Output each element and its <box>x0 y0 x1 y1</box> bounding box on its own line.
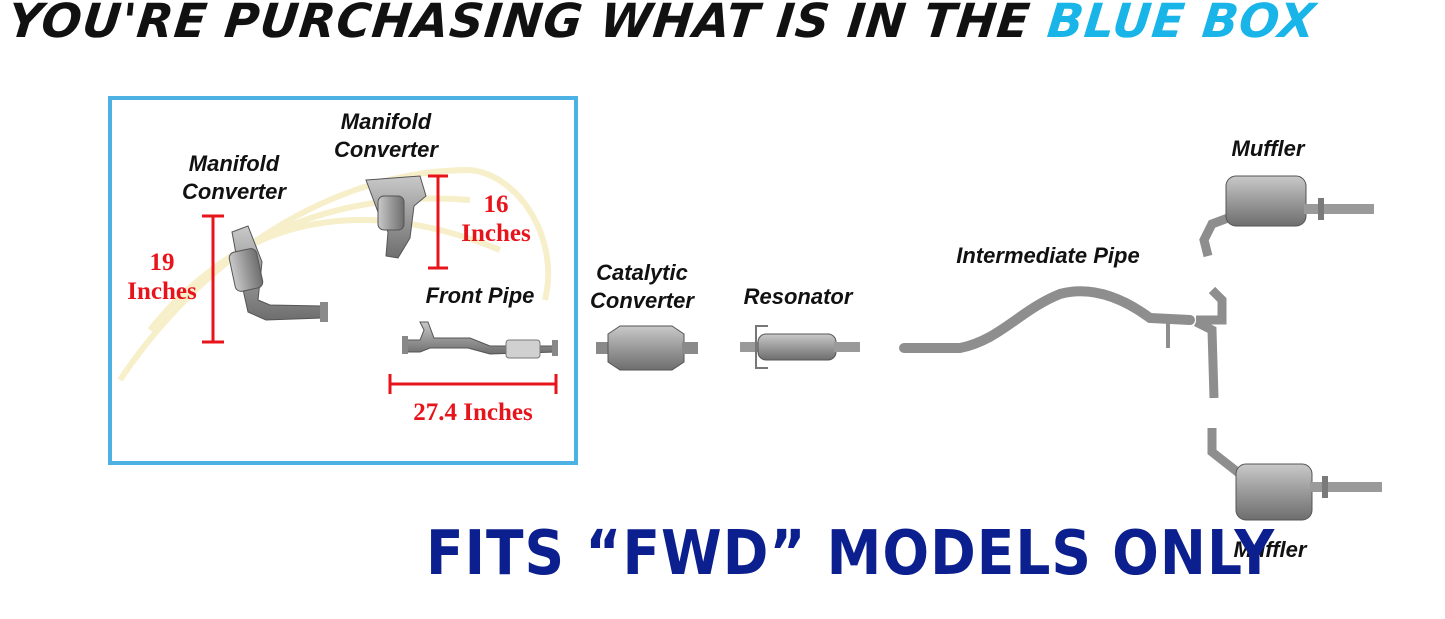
dimension-line-16in-icon <box>428 174 448 270</box>
label-resonator: Resonator <box>743 284 853 309</box>
intermediate-pipe-part <box>899 286 1227 399</box>
label-manifold-converter-left: Manifold Converter <box>164 150 304 206</box>
muffler-bottom-part <box>1207 428 1382 521</box>
measurement-value: 16 <box>483 191 509 218</box>
measurement-16-inches: 16 Inches <box>446 190 546 248</box>
label-muffler-top: Muffler <box>1231 136 1305 161</box>
dimension-line-27in-icon <box>388 374 558 394</box>
label-line: Converter <box>590 288 694 313</box>
fitment-notice: FITS “FWD” MODELS ONLY <box>426 517 1276 589</box>
catalytic-converter-part <box>596 325 698 371</box>
label-line: Converter <box>334 137 438 162</box>
label-line: Manifold <box>340 109 432 134</box>
measurement-value: 19 <box>149 249 175 276</box>
label-catalytic-converter: Catalytic Converter <box>572 259 712 315</box>
measurement-19-inches: 19 Inches <box>114 248 210 306</box>
manifold-converter-top-part <box>365 175 427 259</box>
dimension-line-19in-icon <box>202 214 224 344</box>
included-parts-box <box>108 96 578 465</box>
label-line: Converter <box>182 179 286 204</box>
muffler-top-part <box>1199 175 1374 258</box>
manifold-converter-left-part <box>228 225 328 322</box>
label-front-pipe: Front Pipe <box>425 283 535 308</box>
label-intermediate-pipe: Intermediate Pipe <box>956 243 1140 268</box>
label-line: Manifold <box>188 151 280 176</box>
label-muffler-bottom: Muffler <box>1233 537 1307 562</box>
label-manifold-converter-top: Manifold Converter <box>316 108 456 164</box>
measurement-27-4-inches: 27.4 Inches <box>413 399 533 426</box>
front-pipe-part <box>402 321 558 359</box>
measurement-unit: Inches <box>461 220 531 247</box>
label-line: Catalytic <box>596 260 688 285</box>
resonator-part <box>740 325 860 369</box>
measurement-unit: Inches <box>127 278 197 305</box>
